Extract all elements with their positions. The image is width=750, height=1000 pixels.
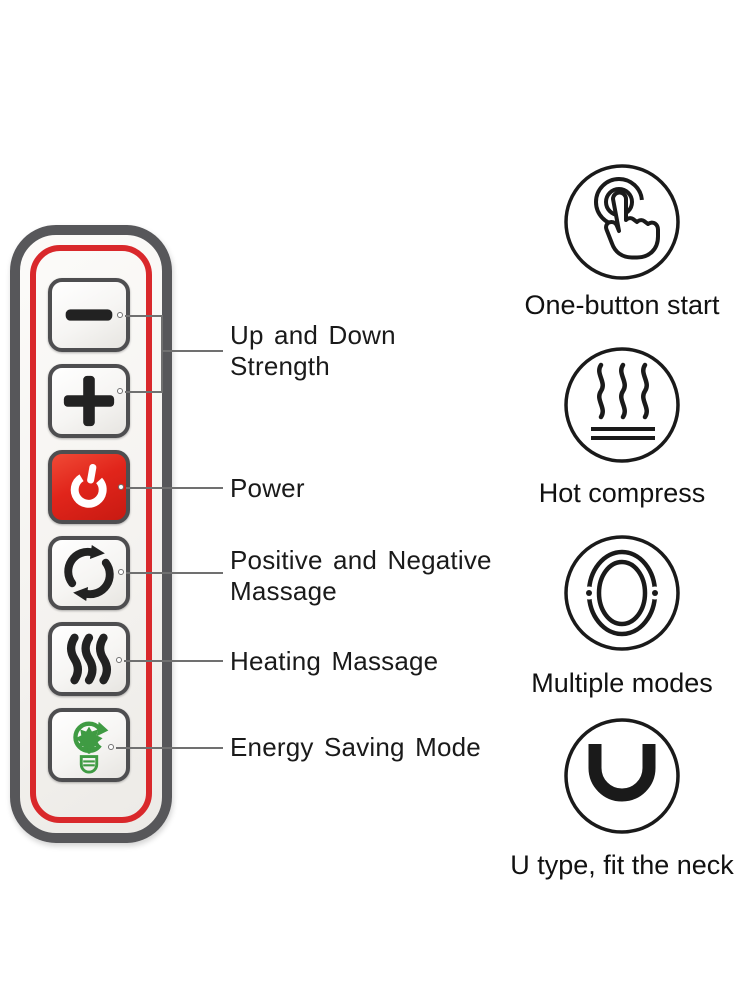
callout-connector — [125, 391, 163, 393]
callout-connector — [126, 572, 223, 574]
callout-marker-dot — [118, 484, 124, 490]
minus-icon — [65, 309, 113, 321]
callout-marker-dot — [117, 312, 123, 318]
callout-line-text: Energy Saving Mode — [230, 732, 481, 762]
callout-marker-dot — [116, 657, 122, 663]
feature-label-hot-compress: Hot compress — [538, 478, 706, 508]
callout-marker-dot — [108, 744, 114, 750]
callout-marker-dot — [118, 569, 124, 575]
rotation-massage-button — [48, 536, 130, 610]
callout-line-text: Power — [230, 473, 305, 503]
hot-compress-icon — [564, 347, 680, 463]
callout-line-text: Up and Down — [230, 320, 396, 350]
callout-connector — [161, 315, 163, 393]
remote-red-outline — [30, 245, 152, 823]
plus-icon — [63, 375, 115, 427]
feature-label-one-button-start: One-button start — [524, 290, 720, 320]
callout-marker-dot — [117, 388, 123, 394]
callout-line-text: Massage — [230, 576, 337, 606]
callout-up-down-strength: Up and Down Strength — [230, 320, 396, 382]
massager-remote-control — [10, 225, 172, 843]
feature-label-u-type: U type, fit the neck — [510, 850, 734, 880]
callout-connector — [116, 747, 223, 749]
power-icon — [70, 463, 107, 508]
callout-connector — [126, 487, 223, 489]
callout-line-text: Positive and Negative — [230, 545, 492, 575]
energy-leaf-icon — [73, 721, 109, 774]
u-shape-icon — [564, 718, 680, 834]
callout-heating-massage: Heating Massage — [230, 646, 438, 677]
callout-line-text: Heating Massage — [230, 646, 439, 676]
one-touch-icon — [564, 164, 680, 280]
callout-connector — [125, 315, 163, 317]
callout-energy-saving-mode: Energy Saving Mode — [230, 732, 481, 763]
strength-minus-button — [48, 278, 130, 352]
feature-label-multiple-modes: Multiple modes — [531, 668, 713, 698]
strength-plus-button — [48, 364, 130, 438]
callout-power: Power — [230, 473, 305, 504]
multiple-modes-icon — [564, 535, 680, 651]
energy-saving-button — [48, 708, 130, 782]
rotate-arrows-icon — [64, 545, 114, 601]
heat-waves-icon — [67, 633, 111, 685]
callout-line-text: Strength — [230, 351, 330, 381]
callout-connector — [163, 350, 223, 352]
callout-connector — [124, 660, 223, 662]
callout-positive-negative-massage: Positive and Negative Massage — [230, 545, 492, 607]
